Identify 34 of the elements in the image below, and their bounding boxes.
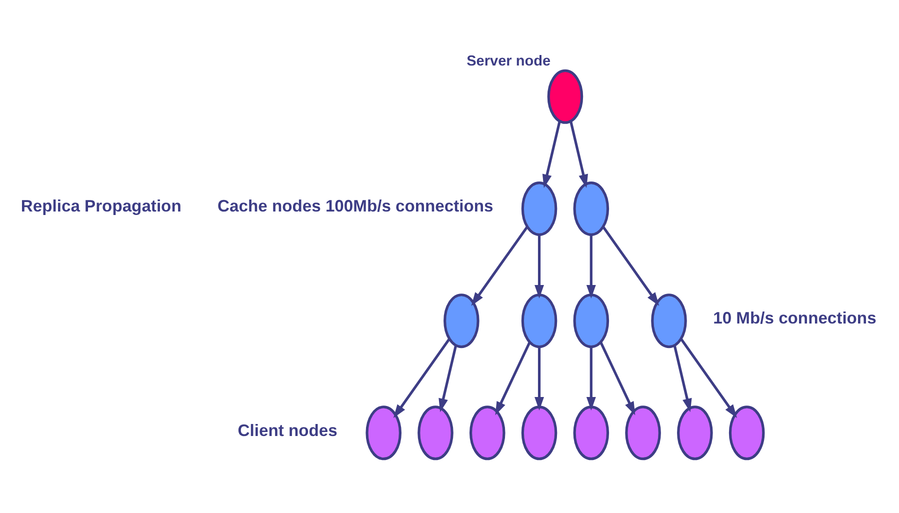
arrow xyxy=(393,338,450,418)
node-ellipse xyxy=(521,293,558,348)
label: Cache nodes 100Mb/s connections xyxy=(218,196,494,216)
arrow xyxy=(570,120,588,188)
node-ellipse xyxy=(366,405,402,460)
label: Replica Propagation xyxy=(20,196,182,216)
node-ellipse xyxy=(469,405,506,460)
node-ellipse xyxy=(444,293,480,348)
node-ellipse xyxy=(521,181,558,236)
node-label: Server node xyxy=(466,53,551,70)
arrow xyxy=(600,342,636,415)
label: Client nodes xyxy=(238,420,338,440)
node-ellipse xyxy=(521,405,558,460)
arrow xyxy=(534,346,544,410)
node-ellipse xyxy=(625,405,661,460)
label: 10 Mb/s connections xyxy=(713,308,876,328)
arrow xyxy=(586,346,596,410)
arrow xyxy=(438,344,458,412)
node-ellipse xyxy=(728,405,765,460)
node-ellipse xyxy=(573,293,610,348)
arrow xyxy=(602,226,660,306)
arrow xyxy=(542,120,561,188)
node-ellipse xyxy=(677,405,713,460)
node-ellipse xyxy=(651,293,687,348)
arrow xyxy=(680,338,738,418)
arrow xyxy=(471,226,528,306)
arrow xyxy=(534,234,544,298)
node-ellipse xyxy=(573,405,610,460)
arrow xyxy=(673,344,692,412)
arrow xyxy=(495,342,531,415)
node-ellipse xyxy=(573,181,610,236)
node-ellipse xyxy=(547,68,584,124)
node-ellipse xyxy=(418,405,454,460)
arrow xyxy=(586,234,596,298)
